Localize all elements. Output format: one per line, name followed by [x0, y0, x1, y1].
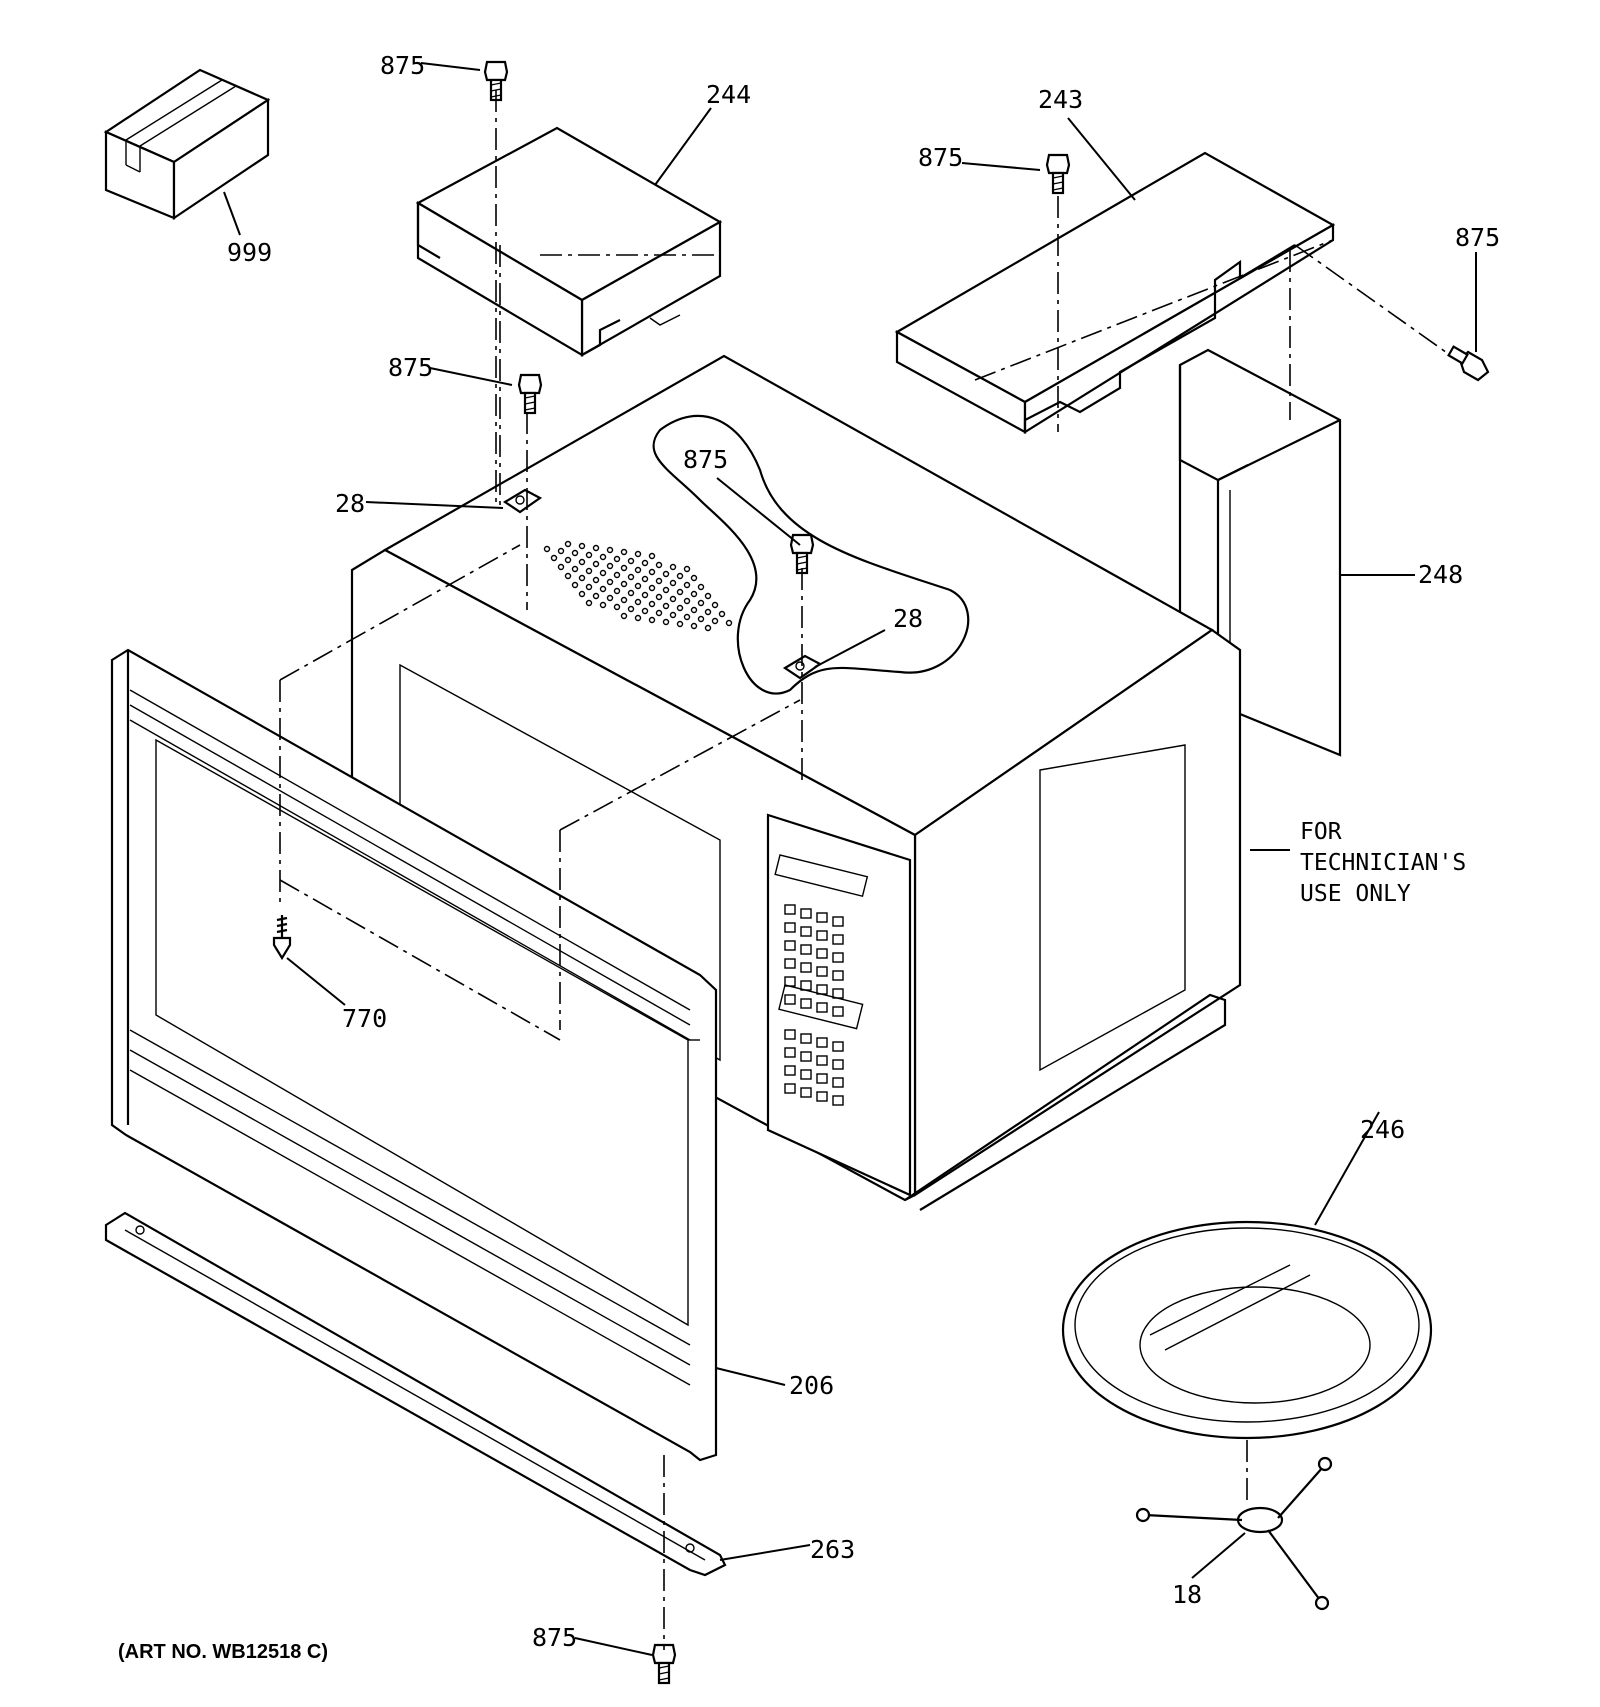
control-keypad — [784, 904, 844, 1106]
detail-bubble — [652, 414, 970, 695]
bracket-28-left — [502, 488, 543, 514]
callout-875-bottom: 875 — [532, 1623, 577, 1652]
callout-248: 248 — [1418, 560, 1463, 589]
callout-28-right: 28 — [893, 604, 923, 633]
part-263-trim-strip — [104, 1211, 727, 1577]
callout-243: 243 — [1038, 85, 1083, 114]
screw-875-right — [1447, 345, 1490, 382]
art-number: (ART NO. WB12518 C) — [118, 1641, 328, 1663]
callout-875-right: 875 — [1455, 223, 1500, 252]
callout-875-bubble: 875 — [683, 445, 728, 474]
callout-28-left: 28 — [335, 489, 365, 518]
part-206-frame — [110, 648, 718, 1462]
screw-875-243 — [1045, 153, 1071, 195]
technician-note-line3: USE ONLY — [1300, 881, 1411, 907]
screw-875-left — [517, 373, 543, 415]
callout-263: 263 — [810, 1535, 855, 1564]
callout-875-243: 875 — [918, 143, 963, 172]
callout-999: 999 — [227, 238, 272, 267]
part-18-roller-support — [1135, 1456, 1333, 1611]
callout-18: 18 — [1172, 1580, 1202, 1609]
callout-875-top: 875 — [380, 51, 425, 80]
part-244-cover — [415, 126, 723, 357]
callout-244: 244 — [706, 80, 751, 109]
callout-206: 206 — [789, 1371, 834, 1400]
callout-875-left: 875 — [388, 353, 433, 382]
callout-246: 246 — [1360, 1115, 1405, 1144]
screw-875-bottom — [651, 1643, 677, 1685]
technician-note-line2: TECHNICIAN'S — [1300, 850, 1466, 876]
top-vent-holes — [543, 540, 733, 632]
microwave-body — [350, 354, 1242, 1211]
technician-note-line1: FOR — [1300, 819, 1342, 845]
screw-770 — [272, 915, 292, 961]
callout-770: 770 — [342, 1004, 387, 1033]
part-243-cover — [894, 151, 1336, 434]
part-999-carton — [103, 68, 271, 221]
part-246-turntable — [1061, 1220, 1433, 1440]
